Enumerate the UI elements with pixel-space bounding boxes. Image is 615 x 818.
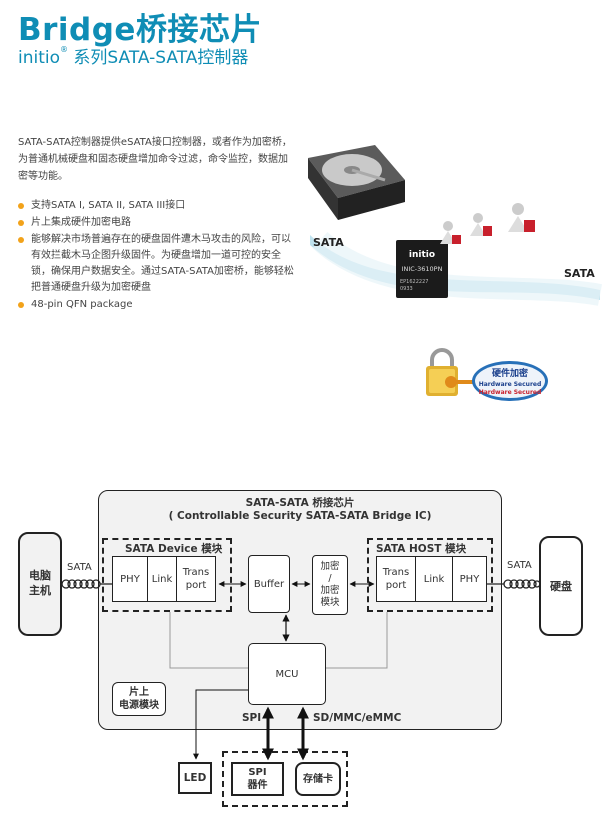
host-computer — [18, 532, 62, 636]
sata-label: SATA — [564, 267, 595, 280]
storage-card-block: 存储卡 — [295, 762, 341, 796]
spi-device-block: SPI 器件 — [231, 762, 284, 796]
hard-drive-icon — [308, 145, 405, 220]
feature-item: 能够解决市场普遍存在的硬盘固件遭木马攻击的风险，可以有效拦截木马企图升级固件。为… — [18, 232, 298, 296]
host-phy-block: PHY — [452, 556, 487, 602]
chip-brand: initio — [409, 250, 435, 260]
sata-left-label: SATA — [67, 562, 92, 573]
page-title: Bridge桥接芯片 — [18, 12, 262, 48]
disk-label: 硬盘 — [550, 580, 572, 593]
device-phy-block: PHY — [112, 556, 148, 602]
device-transport-block: Trans port — [176, 556, 216, 602]
feature-list: 支持SATA I, SATA II, SATA III接口 片上集成硬件加密电路… — [18, 198, 298, 314]
mcu-block: MCU — [248, 643, 326, 705]
host-link-block: Link — [415, 556, 453, 602]
device-link-block: Link — [147, 556, 177, 602]
badge-cn-text: 硬件加密 — [492, 367, 528, 379]
badge-en-text: Hardware Secured — [479, 381, 542, 388]
user-icon — [440, 221, 461, 244]
host-module-label: SATA HOST 模块 — [376, 543, 467, 555]
sata-label: SATA — [313, 236, 344, 249]
chip-code: EP1622227 — [400, 279, 428, 285]
sata-host-module — [367, 538, 493, 612]
hardware-secured-badge: 硬件加密 Hardware Secured Hardware Secured — [472, 361, 548, 401]
user-icon — [508, 203, 535, 232]
chip-icon: initio INIC-3610PN EP1622227 0933 — [396, 240, 448, 298]
power-module-block: 片上 电源模块 — [112, 682, 166, 716]
key-icon — [445, 376, 473, 388]
bullet-icon — [18, 237, 24, 243]
sata-right-label: SATA — [507, 560, 532, 571]
subtitle-text: 系列SATA-SATA控制器 — [68, 48, 249, 68]
buffer-block: Buffer — [248, 555, 290, 613]
device-module-label: SATA Device 模块 — [125, 543, 223, 555]
feature-item: 片上集成硬件加密电路 — [18, 215, 298, 231]
subtitle-brand: initio — [18, 48, 61, 68]
lock-icon — [426, 348, 458, 396]
led-block: LED — [178, 762, 212, 794]
product-illustration: initio INIC-3610PN EP1622227 0933 SATA S… — [308, 145, 603, 401]
crypto-block: 加密 / 加密 模块 — [312, 555, 348, 615]
user-icon — [470, 213, 492, 236]
diagram-subtitle: ( Controllable Security SATA-SATA Bridge… — [168, 510, 432, 522]
external-memory-group — [222, 751, 348, 807]
sd-bus-label: SD/MMC/eMMC — [313, 712, 402, 724]
diagram-title: SATA-SATA 桥接芯片 — [245, 497, 355, 509]
host-transport-block: Trans port — [376, 556, 416, 602]
sata-device-module — [102, 538, 232, 612]
spi-bus-label: SPI — [242, 712, 262, 724]
chip-code: 0933 — [400, 286, 413, 292]
registered-mark: ® — [60, 45, 69, 54]
bullet-icon — [18, 220, 24, 226]
feature-item: 48-pin QFN package — [18, 297, 298, 313]
bullet-icon — [18, 302, 24, 308]
intro-paragraph: SATA-SATA控制器提供eSATA接口控制器，或者作为加密桥，为普通机械硬盘… — [18, 137, 292, 182]
host-label: 电脑 主机 — [29, 569, 51, 597]
page-subtitle: initio® 系列SATA-SATA控制器 — [18, 43, 248, 68]
badge-en-text: Hardware Secured — [479, 389, 542, 396]
bullet-icon — [18, 203, 24, 209]
feature-item: 支持SATA I, SATA II, SATA III接口 — [18, 198, 298, 214]
chip-model: INIC-3610PN — [402, 265, 443, 273]
